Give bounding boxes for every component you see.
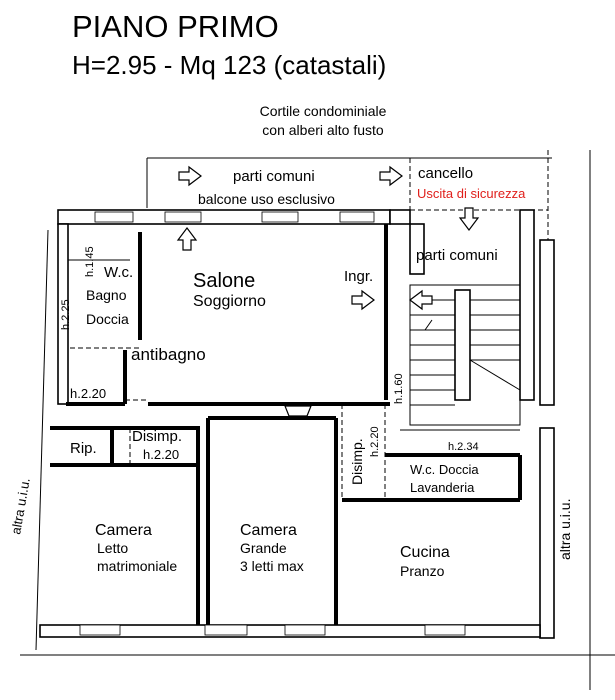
height-label-antibagno: h.2.20 <box>70 386 106 401</box>
chimney-icon <box>284 405 312 417</box>
walls <box>20 150 615 690</box>
plan-subtitle: H=2.95 - Mq 123 (catastali) <box>72 50 386 80</box>
staircase <box>409 284 521 426</box>
lavanderia-label-line1: W.c. Doccia <box>410 462 479 477</box>
stair-label: parti comuni <box>416 247 498 264</box>
height-label-wc: h.1.45 <box>84 246 96 277</box>
salone-label: Salone <box>193 270 255 292</box>
arrow-left-icon <box>409 289 433 311</box>
height-label-entry: h.1.60 <box>393 373 405 404</box>
camera1-sub2: matrimoniale <box>97 558 177 574</box>
ingresso-label: Ingr. <box>344 268 373 285</box>
cucina-label: Cucina <box>400 544 450 561</box>
disimp-label-2: Disimp. <box>349 438 365 485</box>
arrow-up-icon <box>176 227 198 251</box>
shower-label: Doccia <box>86 311 129 327</box>
balcony-label-common: parti comuni <box>233 168 315 185</box>
plan-title: PIANO PRIMO <box>72 9 279 44</box>
neighbor-label-right: altra u.i.u. <box>557 499 573 560</box>
camera2-sub2: 3 letti max <box>240 558 304 574</box>
neighbor-label-left: altra u.i.u. <box>8 477 33 536</box>
pranzo-label: Pranzo <box>400 563 445 579</box>
soggiorno-label: Soggiorno <box>193 293 266 310</box>
wc-label: W.c. <box>104 264 133 281</box>
arrow-right-icon <box>178 165 202 187</box>
arrow-right-icon <box>351 289 375 311</box>
camera1-sub1: Letto <box>97 540 128 556</box>
camera2-sub1: Grande <box>240 540 287 556</box>
height-label-bath: h.2.25 <box>60 299 72 330</box>
balcony-label-exclusive: balcone uso esclusivo <box>198 191 335 207</box>
camera1-label: Camera <box>95 522 152 539</box>
courtyard-label-line1: Cortile condominiale <box>260 103 387 119</box>
emergency-exit-label: Uscita di sicurezza <box>417 186 526 201</box>
antibagno-label: antibagno <box>131 345 206 364</box>
height-label-disimp2: h.2.20 <box>369 426 381 457</box>
height-label-laundry: h.2.34 <box>448 441 479 453</box>
disimp-label-1: Disimp. <box>132 428 182 445</box>
bath-label: Bagno <box>86 287 127 303</box>
courtyard-label-line2: con alberi alto fusto <box>262 122 384 138</box>
interior-walls <box>50 224 522 625</box>
gate-label: cancello <box>418 165 473 182</box>
camera2-label: Camera <box>240 522 297 539</box>
arrow-right-icon <box>379 165 403 187</box>
arrow-down-icon <box>458 207 480 231</box>
lavanderia-label-line2: Lavanderia <box>410 480 475 495</box>
height-label-disimp1: h.2.20 <box>143 447 179 462</box>
rip-label: Rip. <box>70 440 97 457</box>
